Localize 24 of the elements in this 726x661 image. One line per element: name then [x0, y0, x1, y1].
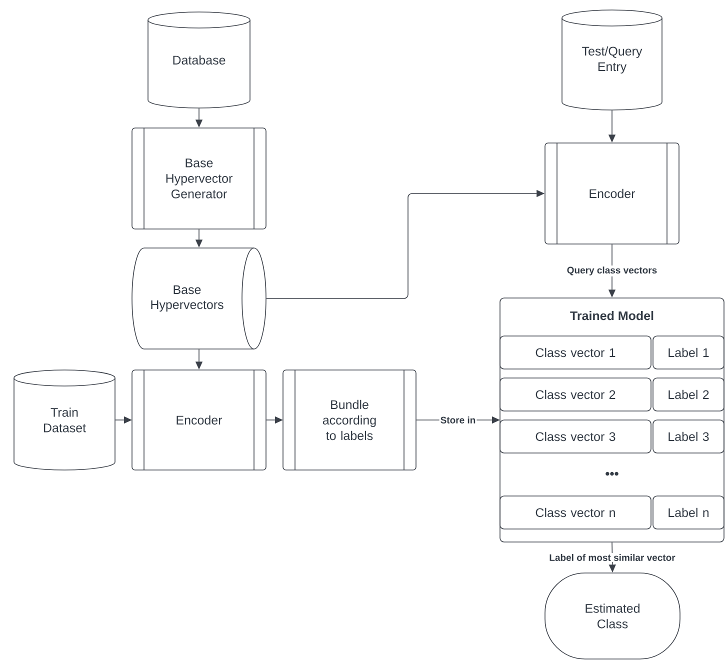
- database-cylinder: Database: [148, 12, 250, 108]
- edge-label: Label of most similar vector: [548, 553, 676, 562]
- ellipsis-mark: •••: [606, 472, 618, 476]
- node-label: Train Dataset: [44, 408, 86, 432]
- edge-label: Store in: [439, 416, 477, 424]
- database-cylinder: Train Dataset: [14, 370, 116, 470]
- table-cell: Label 1: [652, 336, 724, 370]
- process-box: Encoder: [132, 370, 266, 470]
- table-cell: Class vector n: [500, 496, 652, 530]
- table-cell: Label 3: [652, 420, 724, 454]
- node-label: Database: [173, 55, 226, 65]
- process-box: Bundle according to labels: [282, 370, 416, 470]
- edge-label: Query class vectors: [566, 266, 658, 276]
- process-box: Base Hypervector Generator: [132, 128, 266, 230]
- table-cell: Label 2: [652, 378, 724, 412]
- database-cylinder: Test/Query Entry: [562, 10, 662, 110]
- table-cell: Class vector 2: [500, 378, 652, 412]
- node-label: Base Hypervectors: [151, 285, 224, 312]
- table-cell: Class vector 3: [500, 420, 652, 454]
- table-cell: Class vector 1: [500, 336, 652, 370]
- process-box: Encoder: [544, 142, 680, 244]
- table-cell: Label n: [652, 496, 724, 530]
- node-label: Test/Query Entry: [582, 46, 642, 74]
- storage-cylinder: Base Hypervectors: [132, 248, 266, 350]
